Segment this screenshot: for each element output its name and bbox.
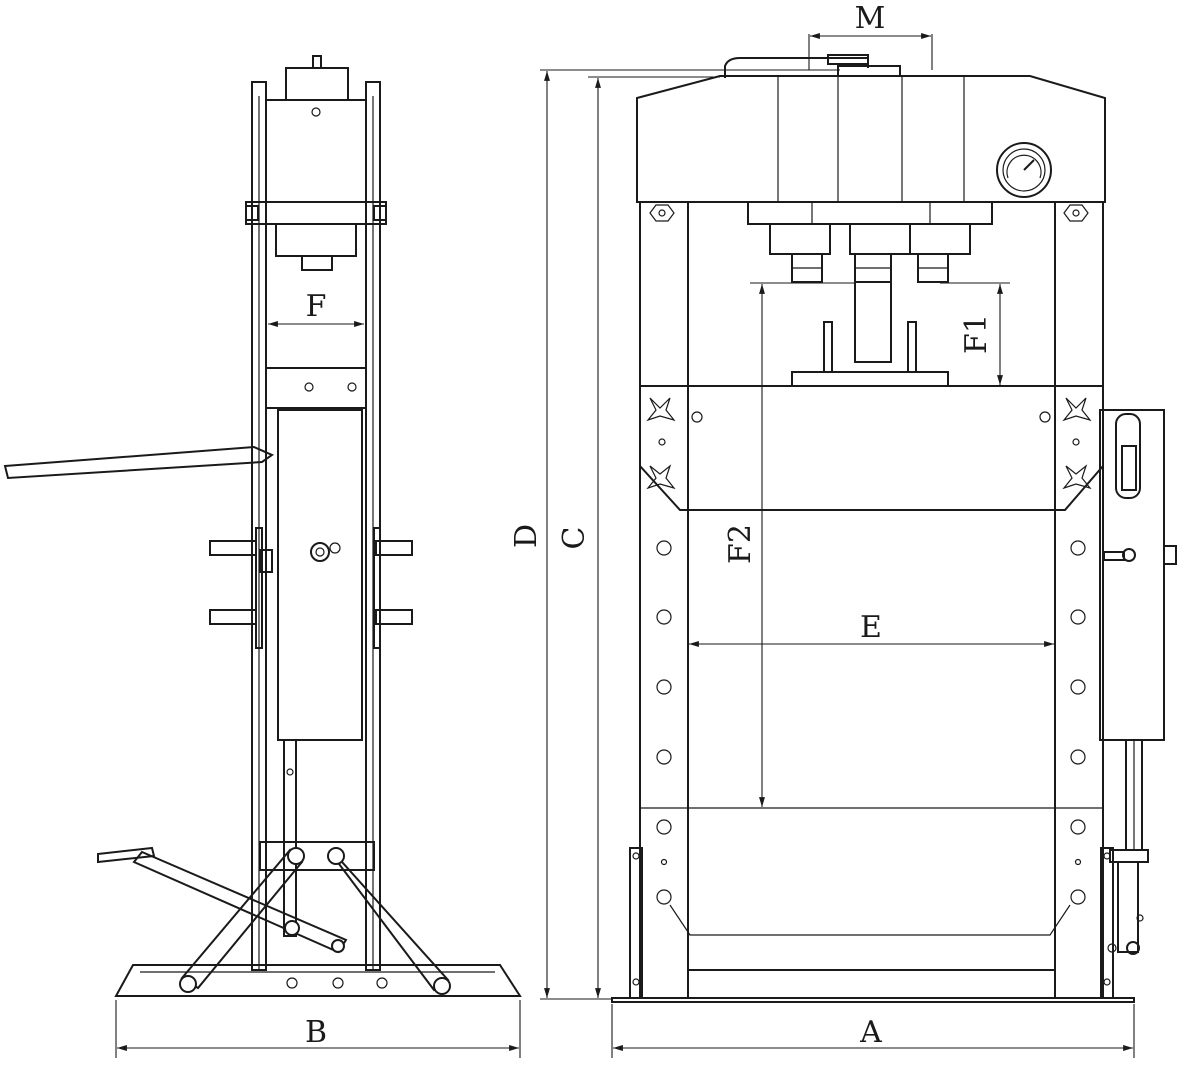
front-feet [611,847,1135,1003]
front-bed [639,385,1104,511]
front-head-block [636,75,1106,203]
pressure-gauge-icon [996,142,1052,198]
label-m: M [855,1,886,36]
label-f: F [306,289,327,324]
front-column-left [639,201,689,999]
side-pump-handle [3,445,275,480]
label-d: D [509,524,544,548]
side-view [3,55,522,997]
side-linkage-rod [283,739,297,937]
winch-handle-icons [646,397,1092,490]
side-pump-unit [277,409,363,741]
front-view [611,54,1177,1003]
side-legs [179,847,451,995]
side-bed-plate [265,367,367,409]
dimension-b: B [115,1000,521,1058]
side-ram-head [301,255,333,271]
front-cylinders [747,201,993,363]
hydraulic-hose [724,57,869,78]
front-column-right [1054,201,1104,999]
dimension-c: C [557,76,720,1000]
label-e: E [860,610,882,645]
side-cylinder-body [265,99,367,203]
dimension-f2: F2 [688,282,1055,809]
side-cylinder-cap [285,67,349,101]
front-press-plate [791,371,949,387]
dimension-f: F [268,289,364,327]
column-holes [656,540,1086,905]
dimension-d: D [509,69,840,1000]
front-pump-unit [1099,409,1177,955]
side-base [114,964,522,997]
dimension-e: E [689,610,1054,647]
label-f2: F2 [723,524,758,564]
dimension-f1: F1 [940,282,1010,387]
label-f1: F1 [959,314,994,354]
dimension-m: M [808,1,933,70]
label-c: C [557,527,592,550]
label-a: A [859,1015,882,1050]
dimension-a: A [611,1004,1135,1058]
label-b: B [305,1015,327,1050]
